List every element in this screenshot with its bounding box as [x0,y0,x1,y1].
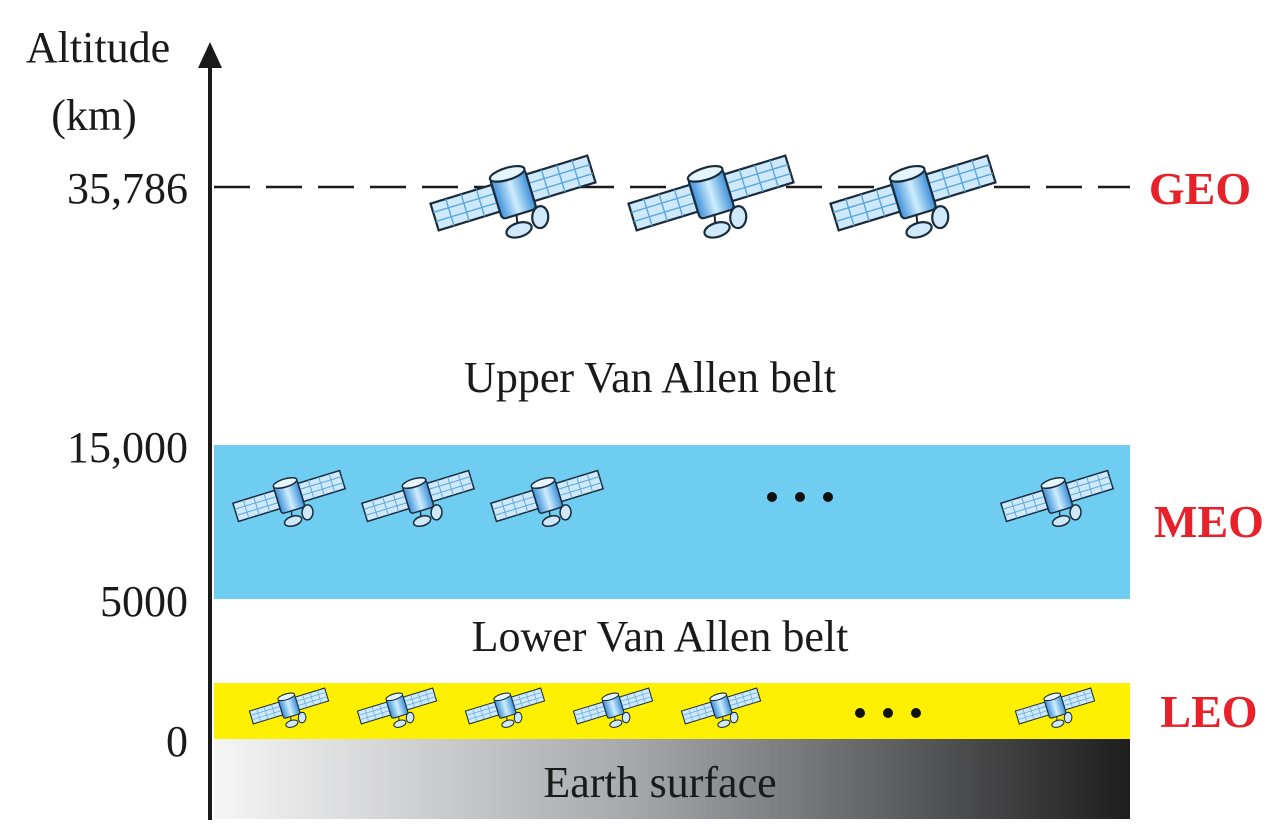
tick-label-meo-top: 15,000 [67,423,188,472]
meo-label: MEO [1154,496,1264,547]
upper-van-allen-belt-label: Upper Van Allen belt [464,353,836,402]
tick-label-geo: 35,786 [67,164,188,213]
satellite-icon [425,143,606,261]
ellipsis-dots [767,492,833,502]
meo-band [214,445,1130,599]
axis-title-line2: (km) [51,91,137,140]
satellite-icon [623,143,804,261]
axis-title-line1: Altitude [26,23,170,72]
lower-van-allen-belt-label: Lower Van Allen belt [472,612,849,661]
leo-label: LEO [1160,686,1257,737]
ellipsis-dots [855,708,921,718]
earth-surface-label: Earth surface [543,758,776,807]
axis-arrowhead [198,42,222,68]
geo-label: GEO [1149,163,1251,214]
earth-surface-band [214,739,1130,819]
tick-label-meo-bottom: 5000 [100,577,188,626]
satellite-icon [825,143,1006,261]
tick-label-zero: 0 [166,717,188,766]
leo-band [214,683,1130,739]
